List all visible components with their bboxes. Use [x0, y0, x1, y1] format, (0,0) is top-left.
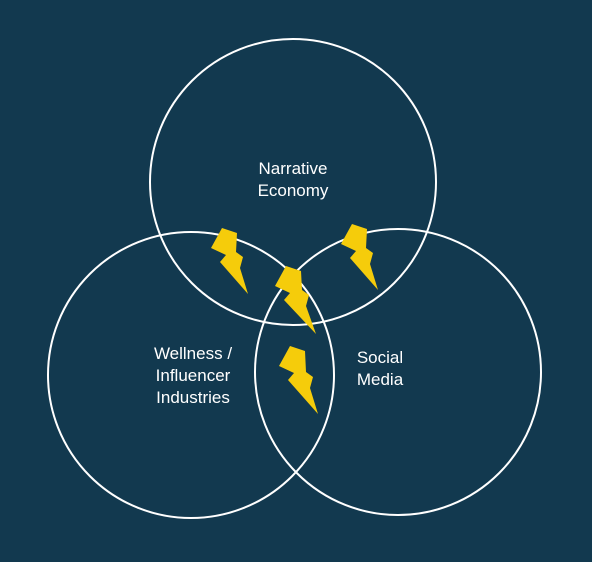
circle-narrative-economy: [149, 38, 437, 326]
circle-label-social-media: Social Media: [356, 348, 404, 389]
circle-social-media: [254, 228, 542, 516]
lightning-bolt-icon: [341, 224, 378, 290]
lightning-bolt-icon: [275, 266, 316, 334]
circle-wellness-influencer-industries: [47, 231, 335, 519]
circle-label-wellness-influencer-industries: Wellness / Influencer Industries: [153, 344, 233, 407]
lightning-bolt-icon: [279, 346, 318, 414]
circle-label-narrative-economy: Narrative Economy: [257, 159, 329, 200]
lightning-bolt-icon: [211, 228, 248, 294]
